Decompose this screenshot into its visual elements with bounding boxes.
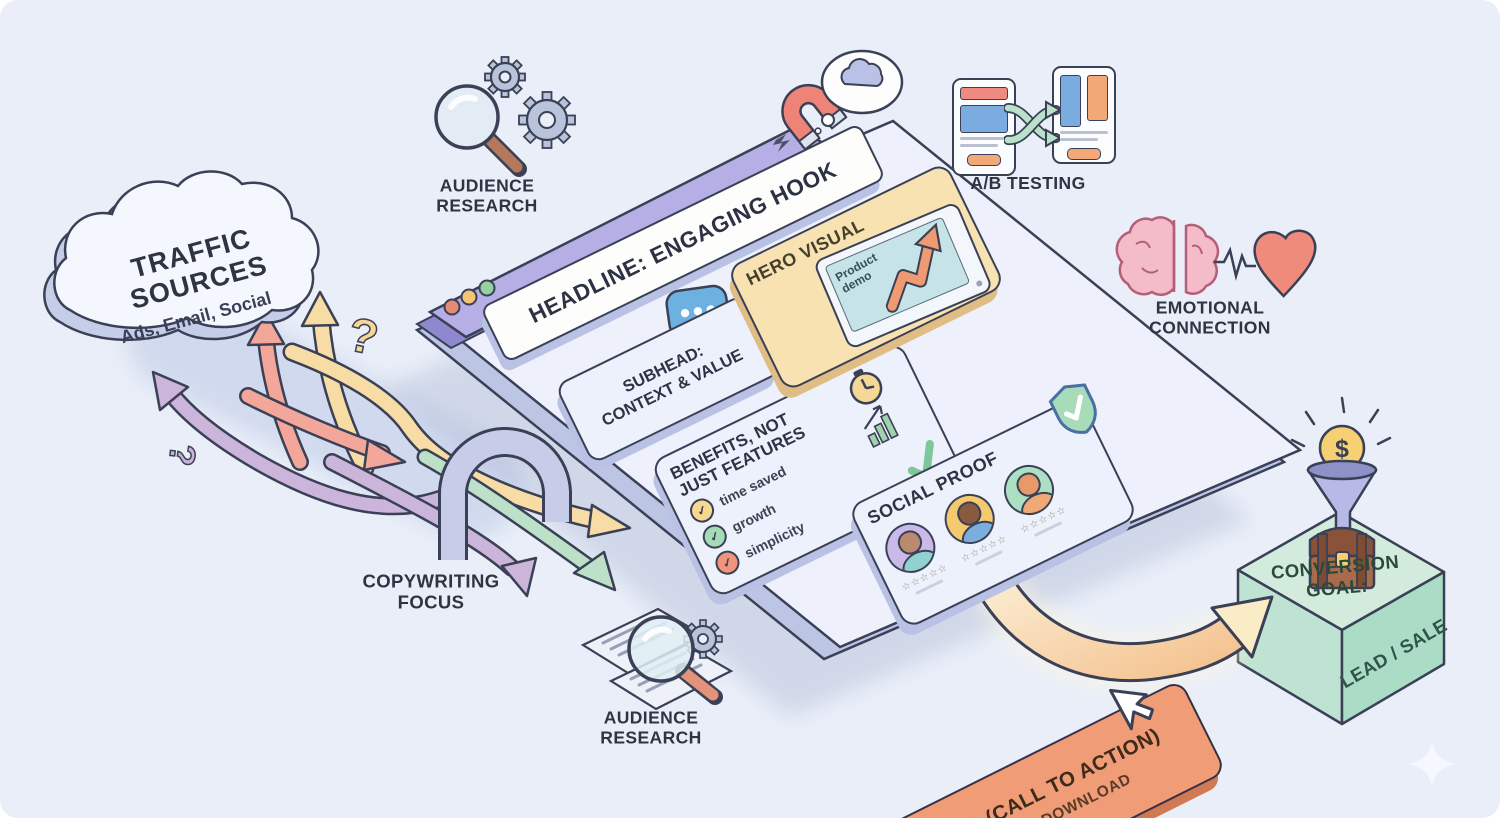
testimonial: ☆☆☆☆☆	[936, 485, 1011, 569]
variant-b-card	[1052, 66, 1116, 164]
variant-a-card	[952, 78, 1016, 176]
heart-icon	[1253, 229, 1317, 298]
swap-arrows-icon	[1004, 100, 1060, 148]
brain-icon	[1115, 216, 1220, 296]
funnel-icon	[1306, 459, 1378, 536]
audience-research-top-icons	[434, 56, 576, 177]
coin-icon: $	[1290, 396, 1392, 472]
thought-bubble-icon	[814, 49, 904, 135]
traffic-arrows	[151, 290, 632, 598]
testimonial: ☆☆☆☆☆	[995, 456, 1071, 541]
rising-arrow-icon	[885, 222, 942, 313]
cta-bar: CLEAR CTA (CALL TO ACTION) GET STARTED /…	[817, 678, 1227, 818]
cursor-icon	[1109, 688, 1155, 731]
gear-icon	[484, 56, 526, 98]
growth-chart-icon	[863, 404, 899, 449]
conversion-arrow	[953, 539, 1274, 689]
magnifier-icon	[434, 84, 527, 177]
tablet-camera-dot	[975, 279, 984, 288]
window-dots	[443, 279, 496, 316]
check-icon: ✓	[686, 494, 719, 527]
coin-dollar: $	[1335, 435, 1349, 463]
check-icon: ✓	[711, 546, 744, 580]
gear-icon	[518, 91, 576, 149]
check-icon: ✓	[698, 520, 731, 553]
emotional-connection-icons	[1115, 216, 1317, 298]
ab-testing-label: A/B TESTING	[970, 173, 1086, 194]
stopwatch-icon	[849, 368, 883, 405]
traffic-cloud	[43, 170, 320, 342]
heartbeat-line	[1214, 246, 1256, 281]
treasure-chest-icon	[1308, 526, 1376, 590]
magnifier-icon	[627, 615, 723, 705]
audience-research-bottom-icons	[580, 607, 734, 711]
cloud-shadow	[127, 285, 523, 539]
question-mark-small: ?	[160, 441, 205, 469]
ab-testing-icons	[952, 66, 1122, 190]
sparkle-watermark	[1408, 740, 1456, 788]
social-proof-card: SOCIAL PROOF ☆☆☆☆☆ ☆☆☆☆☆ ☆☆☆☆☆	[847, 383, 1139, 630]
testimonial: ☆☆☆☆☆	[876, 514, 952, 598]
shield-check-icon	[1048, 383, 1097, 434]
